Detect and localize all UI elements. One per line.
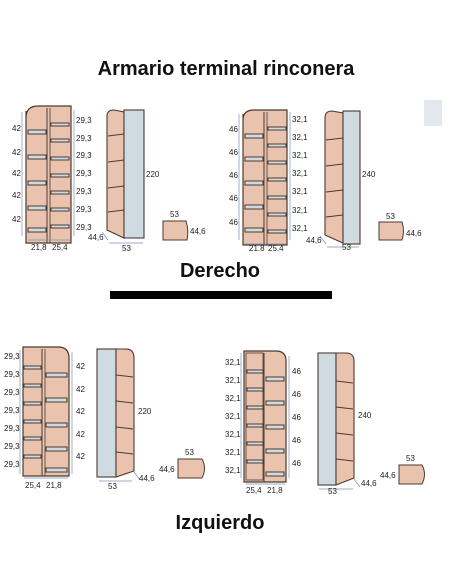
dim-h220: 220 <box>146 170 160 179</box>
dim-h46: 46 <box>229 171 238 180</box>
dim-h321: 32,1 <box>292 206 308 215</box>
dim-h293: 29,3 <box>4 424 20 433</box>
right-220-dimensions: 42 42 42 42 42 29,3 29,3 29,3 29,3 29,3 … <box>12 110 92 252</box>
dim-h46: 46 <box>292 390 301 399</box>
dim-w254: 25,4 <box>25 481 41 490</box>
dim-h293: 29,3 <box>4 460 20 469</box>
dim-d53: 53 <box>122 244 131 253</box>
section-label-derecho: Derecho <box>179 260 261 282</box>
dim-h293: 29,3 <box>4 352 20 361</box>
dim-h240: 240 <box>362 170 376 179</box>
dim-h293: 29,3 <box>4 388 20 397</box>
dim-h293: 29,3 <box>76 116 92 125</box>
dim-h46: 46 <box>292 413 301 422</box>
dim-d53: 53 <box>108 482 117 491</box>
dim-h321: 32,1 <box>225 430 241 439</box>
dim-h293: 29,3 <box>4 406 20 415</box>
dim-h321: 32,1 <box>225 394 241 403</box>
dim-h321: 32,1 <box>225 448 241 457</box>
right-240-dimensions: 46 46 46 46 46 32,1 32,1 32,1 32,1 32,1 … <box>229 112 308 253</box>
dim-h46: 46 <box>229 218 238 227</box>
dim-h46: 46 <box>292 436 301 445</box>
dim-h46: 46 <box>292 459 301 468</box>
dim-h42: 42 <box>76 452 85 461</box>
left-220-front-view <box>22 346 70 477</box>
dim-d446: 44,6 <box>406 229 422 238</box>
left-220-top-view: 53 44,6 <box>159 448 205 479</box>
dim-h220: 220 <box>138 407 152 416</box>
dim-h321: 32,1 <box>292 224 308 233</box>
dim-w254: 25,4 <box>246 486 262 495</box>
dim-d446: 44,6 <box>159 465 175 474</box>
dim-h293: 29,3 <box>76 151 92 160</box>
left-240-side-view: 240 44,6 53 <box>317 352 377 496</box>
dim-w254: 25.4 <box>268 244 284 253</box>
left-240-front-view <box>243 350 287 483</box>
section-label-izquierdo: Izquierdo <box>175 512 265 534</box>
left-220-dimensions: 29,3 29,3 29,3 29,3 29,3 29,3 29,3 42 42… <box>4 350 85 490</box>
right-240-top-view: 53 44,6 <box>378 212 422 241</box>
dim-h321: 32,1 <box>225 358 241 367</box>
dim-h46: 46 <box>229 194 238 203</box>
scrollbar-thumb[interactable] <box>424 100 442 126</box>
dim-w218: 21,8 <box>267 486 283 495</box>
dim-h293: 29,3 <box>76 134 92 143</box>
dim-d53: 53 <box>406 454 415 463</box>
dim-h321: 32,1 <box>292 187 308 196</box>
dim-h42: 42 <box>12 124 21 133</box>
dim-h293: 29,3 <box>4 442 20 451</box>
dim-h293: 29,3 <box>4 370 20 379</box>
dim-h293: 29,3 <box>76 169 92 178</box>
right-240-front-view <box>242 109 288 246</box>
right-220-top-view: 53 44,6 <box>162 210 206 241</box>
dim-w218: 21.8 <box>249 244 265 253</box>
right-240-side-view: 240 44,6 53 <box>306 110 376 252</box>
dim-w218: 21,8 <box>31 243 47 252</box>
dim-h321: 32,1 <box>225 412 241 421</box>
dim-d53: 53 <box>386 212 395 221</box>
right-220-front-view <box>25 105 72 244</box>
dim-d53: 53 <box>328 487 337 496</box>
dim-d446: 44,6 <box>190 227 206 236</box>
dim-h293: 29,3 <box>76 187 92 196</box>
dim-h42: 42 <box>76 362 85 371</box>
dim-w218: 21,8 <box>46 481 62 490</box>
dim-h293: 29,3 <box>76 205 92 214</box>
dim-w254: 25,4 <box>52 243 68 252</box>
dim-h46: 46 <box>292 367 301 376</box>
left-240-dimensions: 32,1 32,1 32,1 32,1 32,1 32,1 32,1 46 46… <box>225 353 301 495</box>
dim-d53: 53 <box>170 210 179 219</box>
dim-h42: 42 <box>12 169 21 178</box>
dim-d446: 44,6 <box>380 471 396 480</box>
dim-h293: 29,3 <box>76 223 92 232</box>
dim-d446: 44,6 <box>88 233 104 242</box>
dim-h240: 240 <box>358 411 372 420</box>
dim-h42: 42 <box>12 215 21 224</box>
section-divider <box>110 291 332 299</box>
page-title: Armario terminal rinconera <box>97 58 355 80</box>
dim-d446: 44,6 <box>139 474 155 483</box>
right-220-side-view: 220 44,6 53 <box>88 109 160 253</box>
dim-h321: 32,1 <box>292 169 308 178</box>
dim-h42: 42 <box>76 407 85 416</box>
dim-h46: 46 <box>229 148 238 157</box>
dim-h46: 46 <box>229 125 238 134</box>
dim-d53: 53 <box>342 243 351 252</box>
dim-h42: 42 <box>12 148 21 157</box>
dim-h321: 32,1 <box>292 151 308 160</box>
dim-h321: 32,1 <box>225 376 241 385</box>
dim-h321: 32,1 <box>292 133 308 142</box>
dim-d446: 44,6 <box>361 479 377 488</box>
dim-h321: 32,1 <box>225 466 241 475</box>
dim-h321: 32,1 <box>292 115 308 124</box>
dim-d446: 44,6 <box>306 236 322 245</box>
dim-h42: 42 <box>76 385 85 394</box>
dim-h42: 42 <box>12 191 21 200</box>
dim-d53: 53 <box>185 448 194 457</box>
left-220-side-view: 220 44,6 53 <box>96 348 155 491</box>
dim-h42: 42 <box>76 430 85 439</box>
left-240-top-view: 53 44,6 <box>380 454 425 485</box>
